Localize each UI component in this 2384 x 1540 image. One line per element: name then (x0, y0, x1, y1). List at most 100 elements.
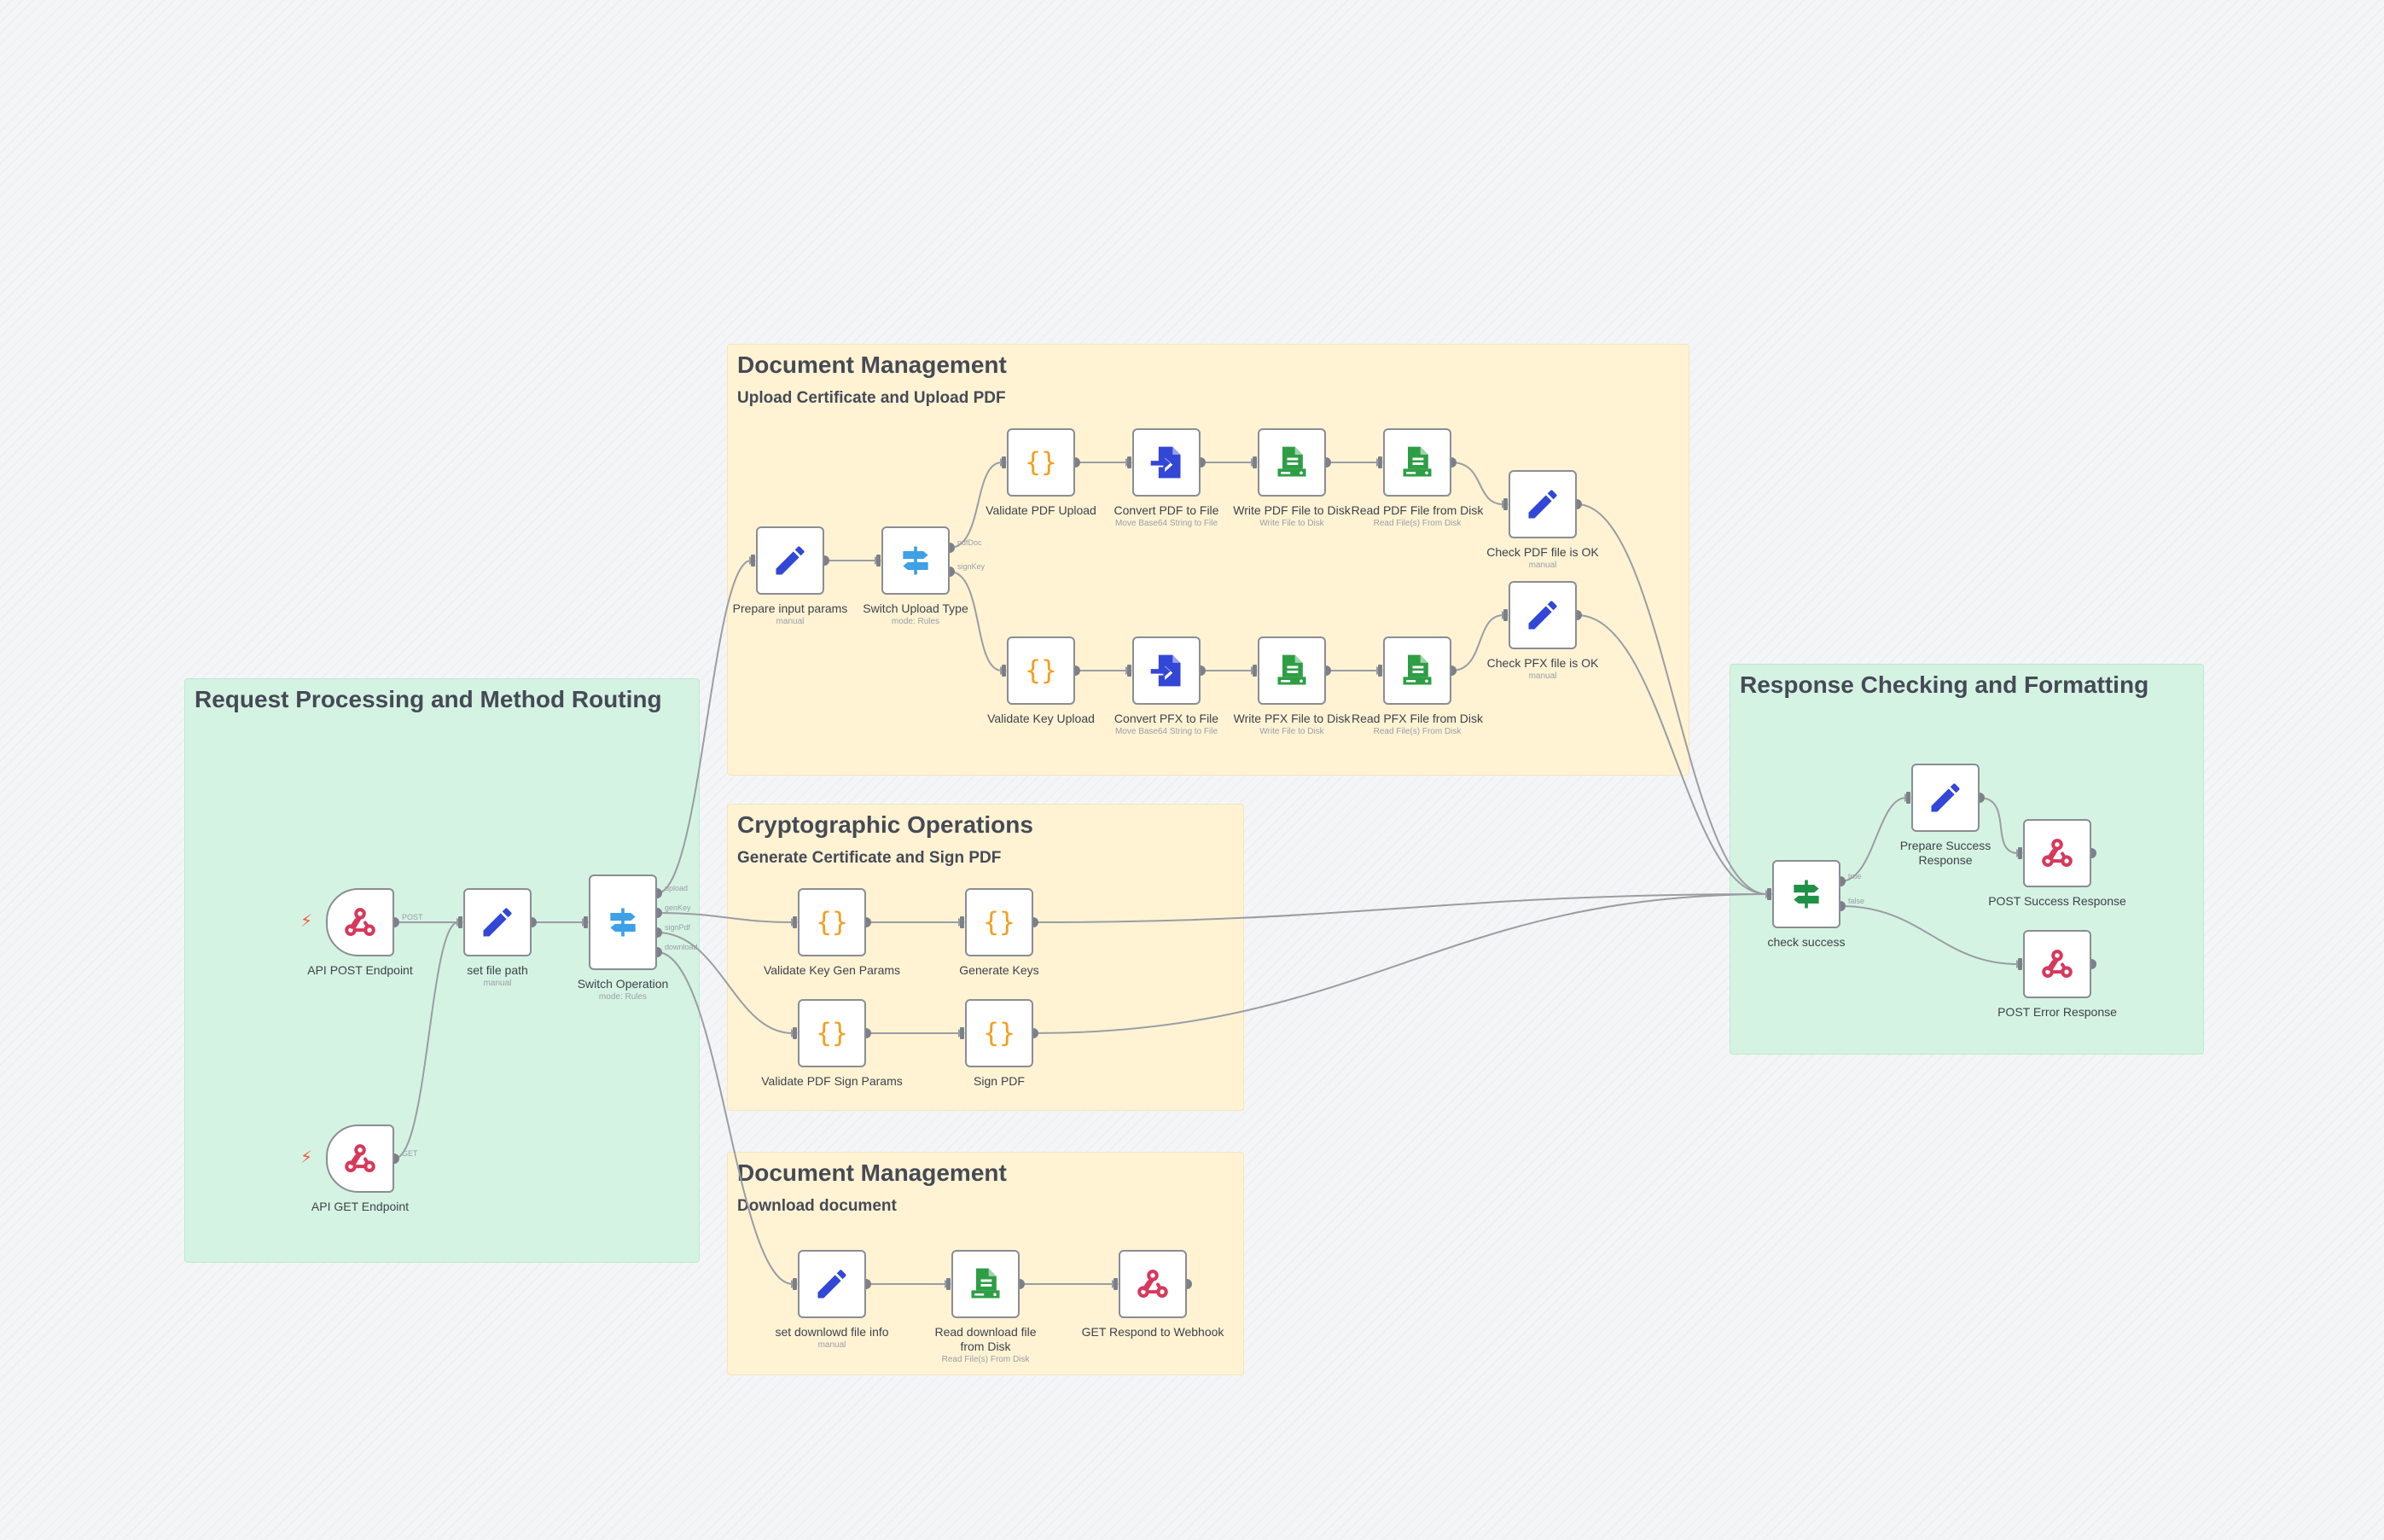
code-icon: {} (967, 1001, 1032, 1066)
node-set-path[interactable] (463, 888, 532, 956)
trigger-bolt-icon: ⚡ (300, 912, 313, 931)
input-port[interactable] (1002, 456, 1006, 468)
input-port[interactable] (793, 1278, 797, 1290)
group-g-req[interactable]: Request Processing and Method Routing (184, 678, 700, 1263)
svg-text:{}: {} (816, 907, 848, 938)
group-title: Document Management (737, 352, 1007, 378)
connection-switch-upload-to-val-pdf-up[interactable] (949, 462, 1003, 549)
node-read-download[interactable] (951, 1250, 1020, 1318)
connection-api-get-to-set-path[interactable] (393, 921, 459, 1159)
connection-switch-op-to-val-sign[interactable] (656, 932, 794, 1034)
node-subtitle: Move Base64 String to File (1114, 727, 1218, 736)
connection-read-pdf-to-check-pdf[interactable] (1451, 462, 1504, 505)
file-icon (1385, 638, 1450, 703)
node-prep-success[interactable] (1911, 764, 1980, 832)
connection-switch-op-to-val-keygen[interactable] (656, 912, 794, 923)
group-subtitle: Download document (737, 1197, 897, 1215)
connection-switch-op-to-set-download[interactable] (656, 951, 794, 1285)
webhook-icon (328, 890, 392, 955)
input-port[interactable] (458, 916, 462, 928)
connection-prep-success-to-post-success[interactable] (1979, 797, 2019, 854)
input-port[interactable] (2018, 958, 2022, 970)
node-label: Switch Operation (577, 977, 669, 991)
node-post-success[interactable] (2023, 819, 2091, 887)
node-label: Check PDF file is OK (1486, 545, 1599, 559)
connection-check-success-to-post-error[interactable] (1840, 905, 2019, 965)
input-port[interactable] (1002, 665, 1006, 677)
svg-text:{}: {} (816, 1018, 848, 1049)
node-val-key-up[interactable]: {} (1007, 636, 1075, 705)
group-title: Document Management (737, 1159, 1007, 1186)
connection-switch-upload-to-val-key-up[interactable] (949, 571, 1003, 671)
input-port[interactable] (793, 916, 797, 928)
connection-sign-pdf-to-check-success[interactable] (1032, 893, 1768, 1034)
input-port[interactable] (751, 555, 755, 567)
node-val-sign[interactable]: {} (798, 999, 866, 1067)
convert-icon (1134, 430, 1199, 495)
node-set-download[interactable] (798, 1250, 866, 1318)
input-port[interactable] (1253, 456, 1257, 468)
code-icon: {} (800, 1001, 864, 1066)
node-read-pdf[interactable] (1383, 428, 1451, 497)
input-port[interactable] (946, 1278, 951, 1290)
node-api-get[interactable] (326, 1124, 394, 1193)
group-g-resp[interactable]: Response Checking and Formatting (1730, 664, 2204, 1055)
node-check-pfx[interactable] (1509, 581, 1577, 649)
node-sign-pdf[interactable]: {} (965, 999, 1033, 1067)
input-port[interactable] (1114, 1278, 1118, 1290)
node-conv-pdf[interactable] (1132, 428, 1201, 497)
input-port[interactable] (1378, 665, 1382, 677)
input-port[interactable] (1253, 665, 1257, 677)
node-label: Read PFX File from Disk (1351, 712, 1484, 725)
webhook-icon (2025, 821, 2090, 886)
input-port[interactable] (1906, 792, 1910, 804)
input-port[interactable] (1378, 456, 1382, 468)
node-read-pfx[interactable] (1383, 636, 1451, 705)
input-port[interactable] (2018, 847, 2022, 859)
input-port[interactable] (793, 1027, 797, 1039)
node-gen-keys[interactable]: {} (965, 888, 1033, 956)
node-val-keygen[interactable]: {} (798, 888, 866, 956)
node-subtitle: mode: Rules (891, 617, 940, 626)
output-handle-label: true (1848, 872, 1862, 880)
connection-switch-op-to-prep-input[interactable] (656, 560, 752, 894)
input-port[interactable] (876, 555, 881, 567)
input-port[interactable] (1767, 888, 1771, 900)
node-write-pfx[interactable] (1258, 636, 1326, 705)
input-port[interactable] (960, 1027, 964, 1039)
node-switch-op[interactable] (589, 875, 657, 970)
node-label: POST Error Response (1997, 1005, 2117, 1019)
node-label: set downlowd file info (775, 1325, 889, 1339)
connection-check-success-to-prep-success[interactable] (1840, 797, 1907, 882)
node-label: Prepare Success Response (1899, 839, 1992, 867)
node-val-pdf-up[interactable]: {} (1007, 428, 1075, 497)
node-subtitle: manual (776, 617, 805, 626)
input-port[interactable] (1503, 498, 1508, 510)
node-api-post[interactable] (326, 888, 394, 956)
input-port[interactable] (1127, 665, 1131, 677)
input-port[interactable] (960, 916, 964, 928)
node-switch-upload[interactable] (881, 526, 950, 595)
pencil-icon (1510, 583, 1575, 648)
input-port[interactable] (1127, 456, 1131, 468)
connection-gen-keys-to-check-success[interactable] (1032, 893, 1768, 923)
node-get-respond[interactable] (1119, 1250, 1187, 1318)
connection-read-pfx-to-check-pfx[interactable] (1451, 614, 1504, 671)
output-handle-label: pdfDoc (957, 538, 982, 547)
input-port[interactable] (1503, 609, 1508, 621)
node-subtitle: mode: Rules (598, 992, 648, 1002)
if-icon (1774, 862, 1839, 927)
node-check-success[interactable] (1772, 860, 1840, 928)
node-write-pdf[interactable] (1258, 428, 1326, 497)
node-label: API POST Endpoint (307, 963, 413, 977)
node-check-pdf[interactable] (1509, 470, 1577, 538)
input-port[interactable] (584, 916, 588, 928)
connection-check-pdf-to-check-success[interactable] (1576, 503, 1768, 895)
node-conv-pfx[interactable] (1132, 636, 1201, 705)
node-post-error[interactable] (2023, 930, 2091, 998)
connection-check-pfx-to-check-success[interactable] (1576, 614, 1768, 895)
node-subtitle: manual (1528, 671, 1557, 681)
pencil-icon (465, 890, 530, 955)
node-prep-input[interactable] (756, 526, 824, 595)
